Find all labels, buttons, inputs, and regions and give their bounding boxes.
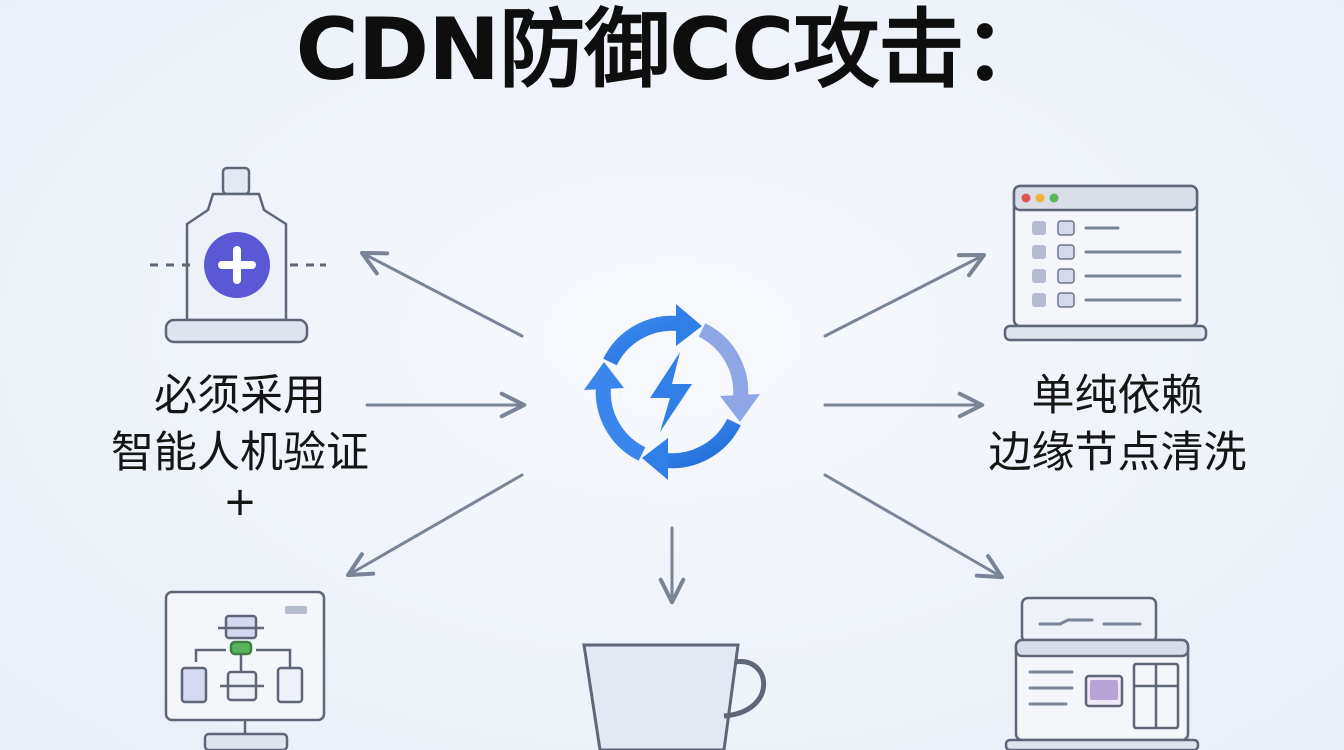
- arrow-to-bottom-right: [823, 473, 1004, 580]
- page-title: CDN防御CC攻击：: [295, 0, 1050, 100]
- right-label-line-1: 单纯依赖: [1031, 371, 1204, 421]
- refresh-lightning-icon: [584, 304, 760, 480]
- arrow-to-bottom-left: [346, 473, 524, 578]
- right-label: 单纯依赖 边缘节点清洗: [975, 368, 1260, 482]
- arrow-to-top-left: [359, 250, 524, 338]
- left-label-plus: +: [223, 479, 257, 525]
- left-label-line-2: 智能人机验证: [111, 428, 369, 478]
- left-label-line-1: 必须采用: [154, 371, 326, 421]
- security-gate-icon: [150, 166, 326, 344]
- left-label: 必须采用 智能人机验证 +: [95, 368, 385, 522]
- monitor-flowchart-icon: [164, 590, 326, 750]
- arrow-to-top-right: [823, 252, 987, 338]
- laptop-dashboard-icon: [1004, 596, 1200, 750]
- cup-icon: [582, 643, 767, 750]
- browser-window-icon: [1003, 184, 1208, 342]
- right-label-line-2: 边缘节点清洗: [988, 428, 1247, 478]
- arrows: [346, 250, 1004, 605]
